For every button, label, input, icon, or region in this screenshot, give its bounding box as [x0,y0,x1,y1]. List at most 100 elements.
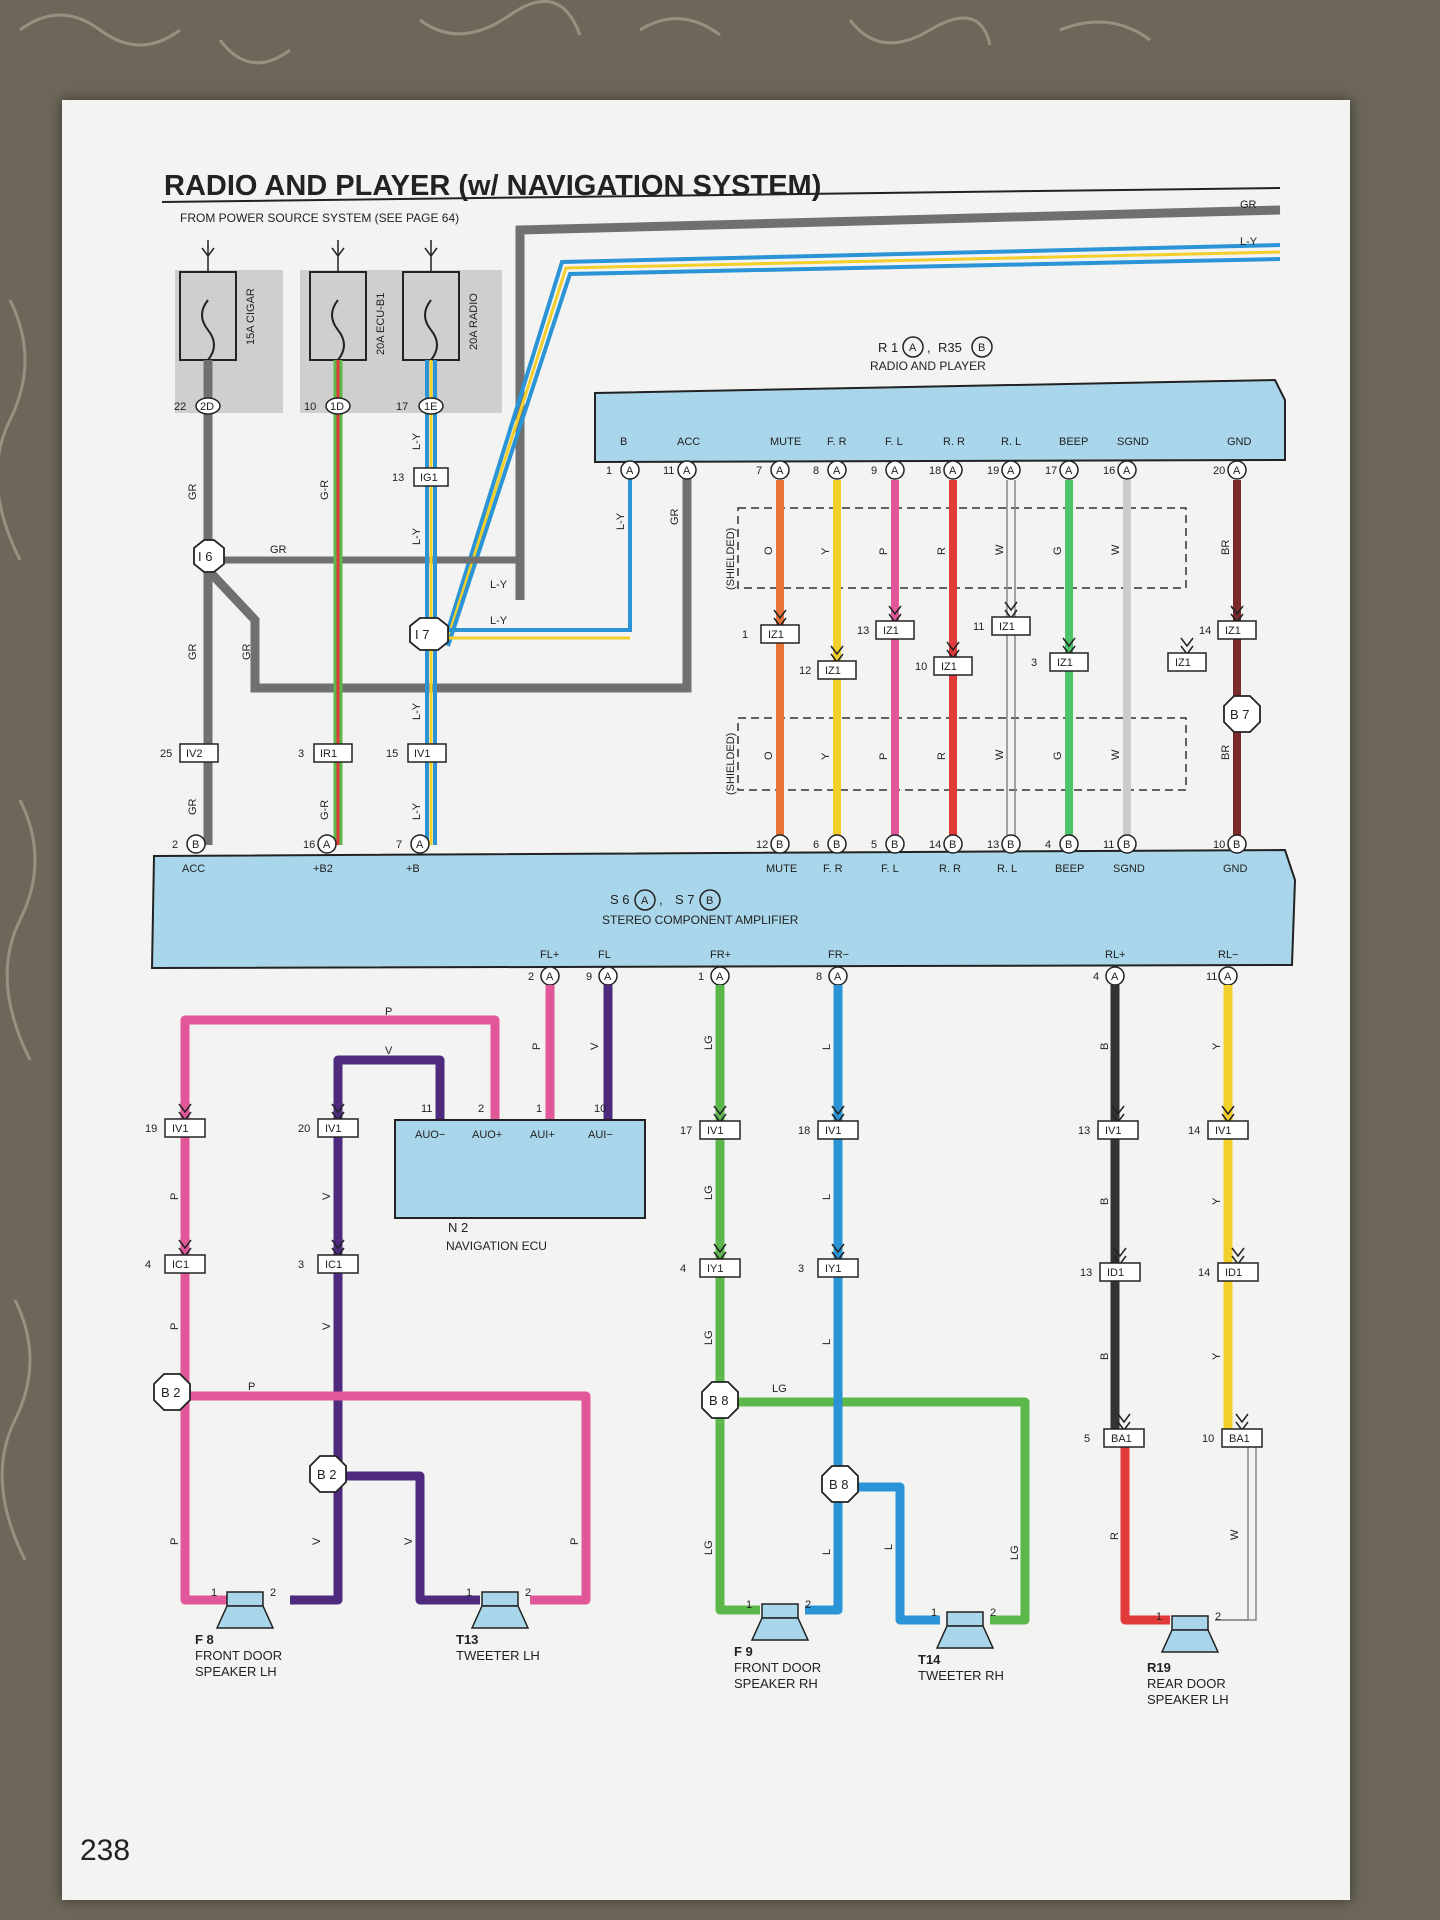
fuse-conn-2d: 2D [200,401,214,413]
svg-text:18: 18 [798,1125,810,1137]
connector-iy1 [817,1258,859,1278]
nav-pin-label: AUO− [415,1129,445,1141]
svg-text:13: 13 [1080,1267,1092,1279]
wire-label-gr-top: GR [1240,199,1257,211]
svg-text:A: A [546,971,554,983]
mid-wire-label: BR [1220,540,1232,555]
amp-output-number: 1 [698,971,704,983]
svg-text:,: , [659,892,663,907]
wire-color-label: V [385,1045,393,1057]
wire-color-label: P [169,1538,181,1545]
connector-iv1 [317,1118,359,1138]
svg-text:IV1: IV1 [1105,1125,1122,1137]
svg-text:B 8: B 8 [829,1477,849,1492]
svg-text:IV1: IV1 [1215,1125,1232,1137]
svg-text:L-Y: L-Y [615,512,627,530]
radio-pin-label: B [620,436,627,448]
radio-pin-label: F. L [885,436,903,448]
wire-color-label: V [403,1537,415,1545]
svg-text:A: A [641,895,649,907]
amp-pin-number: 10 [1213,839,1225,851]
svg-text:B: B [776,839,783,851]
connector-iz1 [933,656,973,676]
nav-pin-label: AUO+ [472,1129,502,1141]
radio-pin-connector [770,460,790,480]
amp-pin-number: 16 [303,839,315,851]
fuse-ecu-b1: 20A ECU-B1 [309,271,387,361]
svg-text:IR1: IR1 [320,748,337,760]
svg-text:IZ1: IZ1 [1057,657,1073,669]
amp-pin-number: 14 [929,839,941,851]
radio-pin-number: 11 [663,465,674,477]
svg-text:REAR DOOR: REAR DOOR [1147,1676,1226,1691]
svg-text:A: A [1224,971,1232,983]
wire-color-label: W [1229,1529,1241,1540]
svg-text:B 2: B 2 [317,1467,337,1482]
svg-text:BA1: BA1 [1111,1433,1132,1445]
svg-text:IC1: IC1 [325,1259,342,1271]
amp-pin-label: BEEP [1055,863,1084,875]
svg-text:L-Y: L-Y [411,802,423,820]
splice-junction [701,1381,739,1419]
speaker-wire [180,1015,500,1605]
page-title: RADIO AND PLAYER (w/ NAVIGATION SYSTEM) [164,170,821,202]
wire-color-label: P [248,1381,255,1393]
connector-ba1 [1103,1428,1145,1448]
svg-text:19: 19 [145,1123,157,1135]
svg-text:1: 1 [466,1587,472,1599]
connector-ig1 [413,467,449,487]
svg-text:B: B [1065,839,1072,851]
wire-color-label: L [883,1544,895,1550]
radio-pin-label: SGND [1117,436,1149,448]
radio-pin-connector [1227,460,1247,480]
radio-pin-connector [1001,460,1021,480]
mid-wire-label: Y [820,547,832,555]
amp-pin-connector [943,834,963,854]
nav-pin-number: 2 [478,1103,484,1115]
svg-text:A: A [323,839,331,851]
fuse-label-cigar: 15A CIGAR [245,288,257,345]
amplifier-box [150,848,1297,970]
splice-i6 [193,539,225,573]
svg-text:13: 13 [857,625,869,637]
splice-junction [821,1465,859,1503]
wire-color-label: L [821,1339,833,1345]
nav-pin-label: AUI+ [530,1129,555,1141]
wire-color-label: L [821,1044,833,1050]
connector-iz1 [760,624,800,644]
amp-pin-connector [885,834,905,854]
radio-pin-number: 18 [929,465,941,477]
nav-ecu-ref: N 2 [448,1220,468,1235]
radio-pin-number: 19 [987,465,999,477]
speaker-wire [715,985,760,1615]
svg-text:17: 17 [396,401,408,413]
svg-text:SPEAKER RH: SPEAKER RH [734,1676,818,1691]
svg-text:B: B [891,839,898,851]
svg-text:IZ1: IZ1 [1175,657,1191,669]
wire-color-label: LG [703,1540,715,1555]
svg-text:2: 2 [270,1587,276,1599]
connector-iv1 [1097,1120,1139,1140]
svg-text:A: A [604,971,612,983]
radio-pin-conn: A [833,465,841,477]
wire-color-label: Y [1211,1352,1223,1360]
speaker-wire [1120,1440,1170,1625]
radio-pin-number: 8 [813,465,819,477]
radio-pin-connector [1059,460,1079,480]
connector-ic1 [164,1254,206,1274]
connector-iz1 [817,660,857,680]
svg-text:B: B [706,895,713,907]
svg-text:IZ1: IZ1 [883,625,899,637]
svg-text:S 6: S 6 [610,892,630,907]
radio-pin-label: ACC [677,436,700,448]
wire-color-label: LG [703,1185,715,1200]
amp-output-number: 11 [1206,971,1217,983]
svg-text:IY1: IY1 [707,1263,724,1275]
radio-pin-conn: A [1065,465,1073,477]
svg-text:IV2: IV2 [186,748,203,760]
wire-color-label: R [1109,1532,1121,1540]
amp-pin-connector [770,834,790,854]
speaker-wire [720,1397,1030,1625]
